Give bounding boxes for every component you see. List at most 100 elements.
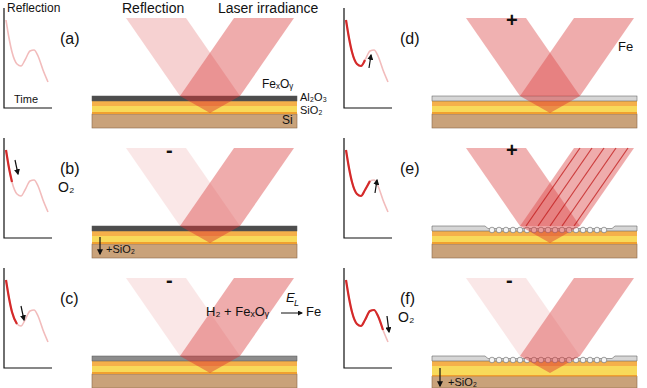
plot-curve: [6, 280, 48, 342]
plot-curve-progress: [6, 280, 17, 324]
plot-axis: [344, 268, 392, 368]
panel: [4, 138, 297, 258]
axis-label: Reflection: [7, 2, 60, 15]
nanoparticle: [496, 227, 502, 233]
nanoparticle: [510, 227, 516, 233]
si-substrate: [432, 114, 637, 128]
layer-stack: [432, 96, 637, 128]
laser-beams: [466, 148, 634, 243]
trend-arrow: [369, 55, 371, 68]
growth-label: +SiO₂: [448, 376, 477, 388]
nanoparticle: [503, 357, 509, 363]
layer-label: Al₂O₃: [300, 91, 327, 103]
beam-label: Laser irradiance: [218, 1, 318, 16]
nanoparticle: [517, 357, 523, 363]
beam-penetration: [520, 226, 580, 243]
change-sign: +: [506, 10, 518, 30]
panel-letter: (b): [60, 160, 80, 178]
reflection-plot: [4, 8, 52, 108]
field-subscript: L: [294, 299, 299, 309]
change-sign: -: [166, 270, 173, 290]
nanoparticle: [503, 227, 509, 233]
nanoparticle: [517, 227, 523, 233]
nanoparticle: [489, 227, 495, 233]
incident-beam: [520, 278, 634, 356]
beam-penetration: [520, 96, 580, 113]
reflection-plot: [4, 268, 52, 368]
laser-beams: [466, 18, 634, 113]
reaction-arrow: [281, 313, 302, 314]
sio2-layer: [92, 236, 297, 242]
panel: [344, 138, 637, 258]
trend-arrow: [375, 180, 377, 193]
si-substrate: [92, 244, 297, 258]
plot-axis: [4, 268, 52, 368]
change-sign: -: [166, 140, 173, 160]
panel: [4, 8, 297, 128]
nanoparticle: [601, 357, 607, 363]
plot-axis: [344, 8, 392, 108]
nanoparticle: [594, 227, 600, 233]
reflection-plot: [4, 138, 52, 238]
sio2-layer: [432, 236, 637, 242]
plot-curve: [6, 20, 48, 82]
nanoparticle: [587, 357, 593, 363]
beam-penetration: [180, 356, 240, 373]
trend-arrow: [387, 316, 389, 332]
axis-label: Time: [14, 93, 38, 105]
thin-layer: [92, 372, 297, 374]
panel: [4, 268, 302, 388]
trend-arrow: [21, 306, 24, 320]
incident-beam: [180, 18, 294, 96]
panel-letter: (a): [60, 30, 80, 48]
gas-label: O₂: [398, 310, 414, 325]
si-substrate: [432, 244, 637, 258]
plot-curve: [346, 280, 388, 342]
layer-stack: [432, 226, 637, 258]
laser-beams: [466, 278, 634, 373]
thin-layer: [432, 242, 637, 244]
layer-stack: [92, 226, 297, 258]
change-sign: +: [506, 140, 518, 160]
plot-curve: [346, 20, 388, 82]
panel-letter: (f): [400, 290, 415, 308]
sio2-layer: [432, 366, 637, 375]
interference-stripe: [562, 148, 616, 226]
nanoparticle: [601, 227, 607, 233]
layer-stack: [92, 96, 297, 128]
reaction-label: Fe: [306, 305, 321, 319]
sio2-layer: [432, 106, 637, 112]
nanoparticle: [580, 227, 586, 233]
nanoparticle: [594, 357, 600, 363]
layer-label: Fe: [618, 40, 633, 54]
panel: [344, 268, 637, 388]
laser-beams: [126, 148, 294, 243]
interference-stripe: [550, 148, 604, 226]
reaction-label: H₂ + FeₓOᵧ: [206, 305, 269, 319]
interference-stripe: [574, 148, 628, 226]
sio2-layer: [92, 366, 297, 372]
thin-layer: [92, 112, 297, 114]
growth-label: +SiO₂: [106, 243, 135, 255]
field-symbol: E: [286, 291, 295, 305]
nanoparticle: [510, 357, 516, 363]
laser-beams: [126, 18, 294, 113]
plot-curve: [6, 150, 48, 212]
layer-label: SiO₂: [300, 104, 323, 116]
panel-letter: (d): [400, 30, 420, 48]
growth-arrow: [99, 237, 100, 254]
layer-label: FeₓOᵧ: [262, 78, 293, 91]
interference-stripe: [538, 148, 592, 226]
panel: [344, 8, 637, 128]
interference-stripe: [526, 148, 580, 226]
plot-axis: [4, 8, 52, 108]
si-substrate: [92, 114, 297, 128]
layer-label: Si: [282, 114, 293, 127]
nanoparticle: [489, 357, 495, 363]
layer-stack: [92, 356, 297, 388]
beam-penetration: [180, 226, 240, 243]
laser-beams: [126, 278, 294, 373]
change-sign: -: [506, 270, 513, 290]
